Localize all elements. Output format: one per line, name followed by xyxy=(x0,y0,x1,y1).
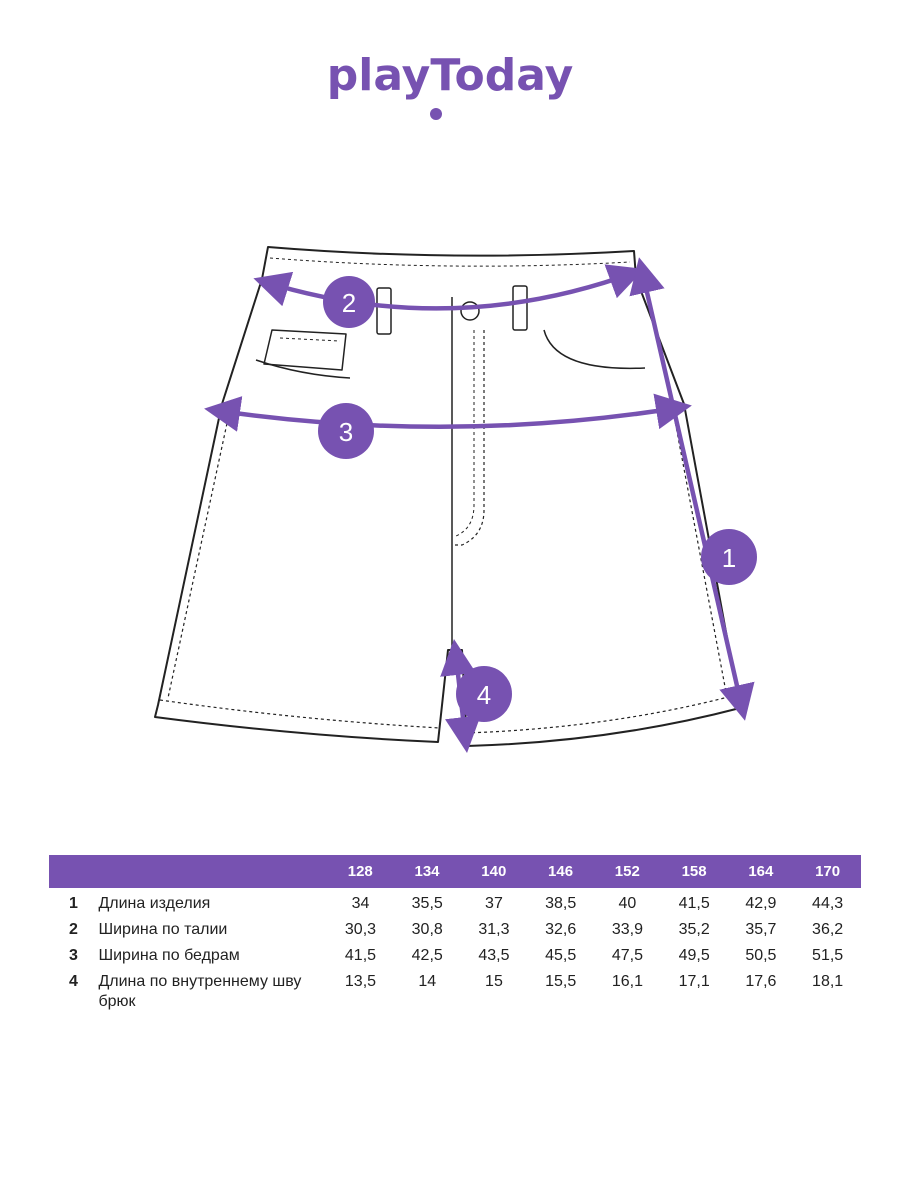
table-row: 1 Длина изделия 34 35,5 37 38,5 40 41,5 … xyxy=(49,894,861,914)
size-header: 164 xyxy=(748,863,774,880)
cell-value: 41,5 xyxy=(678,895,710,912)
marker-badge-1: 1 xyxy=(701,529,757,585)
cell-value: 15 xyxy=(485,973,503,990)
size-header: 134 xyxy=(414,863,440,880)
cell-value: 40 xyxy=(618,895,637,912)
cell-value: 45,5 xyxy=(545,947,577,964)
svg-text:2: 2 xyxy=(342,288,356,318)
hips-arrow xyxy=(204,393,692,432)
cell-value: 50,5 xyxy=(745,947,777,964)
cell-value: 37 xyxy=(485,895,503,912)
cell-value: 30,3 xyxy=(344,921,377,938)
row-label: Длина изделия xyxy=(98,895,211,912)
cell-value: 31,3 xyxy=(478,921,510,938)
row-label: Длина по внутреннему шву брюк xyxy=(98,973,302,1010)
size-header: 146 xyxy=(548,863,574,880)
cell-value: 42,5 xyxy=(411,947,443,964)
size-header: 128 xyxy=(347,863,373,880)
cell-value: 17,6 xyxy=(745,973,777,990)
cell-value: 43,5 xyxy=(478,947,510,964)
marker-badge-2: 2 xyxy=(323,276,375,328)
shorts-sketch: 2 3 1 4 xyxy=(154,246,757,753)
cell-value: 51,5 xyxy=(812,947,844,964)
cell-value: 49,5 xyxy=(678,947,710,964)
cell-value: 47,5 xyxy=(611,947,643,964)
cell-value: 42,9 xyxy=(745,895,777,912)
cell-value: 44,3 xyxy=(812,895,844,912)
size-header: 158 xyxy=(681,863,707,880)
svg-text:3: 3 xyxy=(339,417,353,447)
svg-text:4: 4 xyxy=(477,680,491,710)
row-number: 4 xyxy=(69,973,78,990)
cell-value: 36,2 xyxy=(812,921,844,938)
logo-dot xyxy=(430,108,442,120)
cell-value: 38,5 xyxy=(545,895,577,912)
size-header: 170 xyxy=(815,863,841,880)
size-table: 128 134 140 146 152 158 164 170 1 Длина … xyxy=(49,855,861,1012)
cell-value: 18,1 xyxy=(812,973,844,990)
row-label: Ширина по бедрам xyxy=(98,947,240,964)
row-number: 1 xyxy=(69,895,78,912)
marker-badge-4: 4 xyxy=(456,666,512,722)
cell-value: 34 xyxy=(351,895,370,912)
cell-value: 41,5 xyxy=(344,947,377,964)
table-row: 3 Ширина по бедрам 41,5 42,5 43,5 45,5 4… xyxy=(49,946,861,966)
cell-value: 16,1 xyxy=(611,973,643,990)
length-arrow xyxy=(629,257,755,721)
marker-badge-3: 3 xyxy=(318,403,374,459)
cell-value: 13,5 xyxy=(344,973,377,990)
cell-value: 35,2 xyxy=(678,921,710,938)
logo-wordmark: playToday xyxy=(327,50,574,101)
cell-value: 32,6 xyxy=(545,921,577,938)
cell-value: 30,8 xyxy=(411,921,443,938)
cell-value: 35,5 xyxy=(411,895,443,912)
waist-arrow xyxy=(253,264,645,311)
size-table-header: 128 134 140 146 152 158 164 170 xyxy=(49,855,861,888)
size-header: 140 xyxy=(481,863,507,880)
cell-value: 33,9 xyxy=(611,921,643,938)
cell-value: 15,5 xyxy=(545,973,577,990)
table-row: 4 Длина по внутреннему шву брюк 13,5 14 … xyxy=(49,972,861,1012)
cell-value: 17,1 xyxy=(678,973,710,990)
size-header: 152 xyxy=(614,863,640,880)
svg-text:1: 1 xyxy=(722,543,736,573)
cell-value: 14 xyxy=(418,973,437,990)
row-number: 3 xyxy=(69,947,78,964)
row-label: Ширина по талии xyxy=(98,921,228,938)
cell-value: 35,7 xyxy=(745,921,777,938)
row-number: 2 xyxy=(69,921,78,938)
table-row: 2 Ширина по талии 30,3 30,8 31,3 32,6 33… xyxy=(49,920,861,940)
brand-logo: playToday xyxy=(327,50,574,120)
